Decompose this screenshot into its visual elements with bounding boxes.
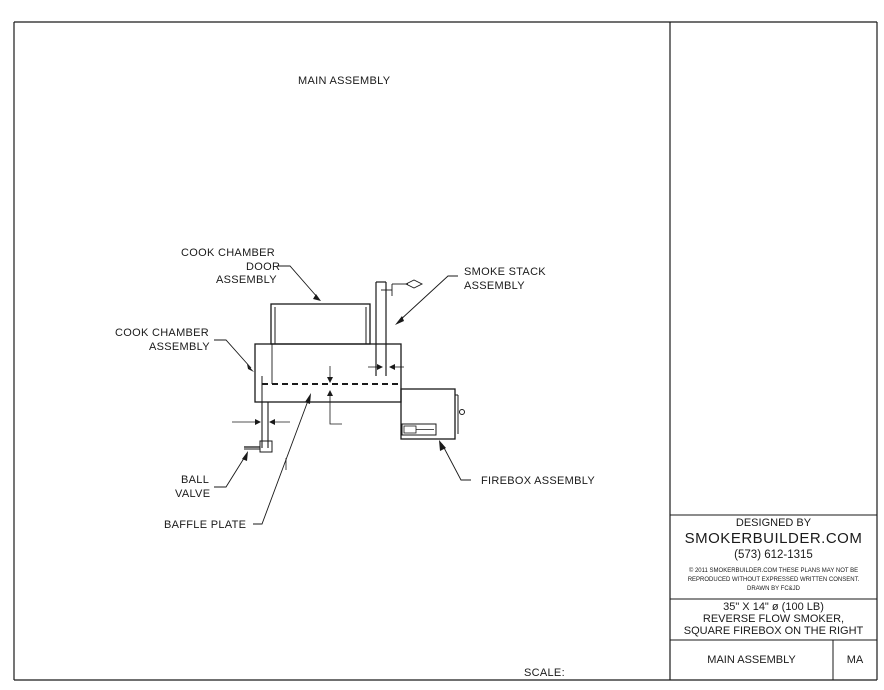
cook-chamber-door [270,303,371,345]
label-cook-chamber-1: COOK CHAMBER [115,327,209,339]
sheet-title: MAIN ASSEMBLY [298,75,391,87]
company-name: SMOKERBUILDER.COM [684,530,863,547]
sheet-code: MA [846,654,864,666]
drain-dim-left-head [255,419,261,425]
label-baffle-plate: BAFFLE PLATE [164,519,246,531]
firebox-vent-inner [403,425,417,434]
designed-by: DESIGNED BY [735,517,812,529]
leader-firebox-head [439,440,446,451]
sheet-name: MAIN ASSEMBLY [707,654,796,666]
dim-leader [329,410,342,425]
firebox-vent [401,423,437,436]
leader-cook-chamber-head [247,364,254,372]
description-line-1: 35" X 14" ø (100 LB) [723,601,824,613]
stack-dim-left-head [377,364,383,370]
description-line-3: SQUARE FIREBOX ON THE RIGHT [683,625,864,637]
label-smoke-stack-2: ASSEMBLY [464,280,525,292]
leader-smoke-stack-head [395,316,404,325]
label-cook-chamber-2: ASSEMBLY [149,341,210,353]
leader-baffle [253,397,310,525]
damper-diamond [404,279,424,289]
dim-arrowhead-bottom [327,390,333,396]
firebox [400,388,456,440]
leader-door [277,265,319,299]
phone-number: (573) 612-1315 [734,549,813,561]
label-cook-door-1: COOK CHAMBER [181,247,275,259]
label-smoke-stack-1: SMOKE STACK [464,266,546,278]
leader-door-head [313,294,321,301]
smoker-assembly [232,279,465,470]
leader-ball-valve-head [242,451,248,461]
leader-cook-chamber [214,339,252,369]
firebox-handle [459,409,465,415]
leader-baffle-head [305,393,311,404]
label-cook-door-2: DOOR [246,261,280,273]
stack-dim-right-head [389,364,395,370]
scale-label: SCALE: [524,667,565,679]
copyright-line-1: © 2011 SMOKERBUILDER.COM THESE PLANS MAY… [688,568,859,574]
leader-lines [214,265,471,525]
label-ball-valve-1: BALL [181,474,209,486]
copyright-line-2: REPRODUCED WITHOUT EXPRESSED WRITTEN CON… [687,577,860,583]
label-firebox: FIREBOX ASSEMBLY [481,475,595,487]
cook-chamber [254,343,402,403]
dim-arrowhead-top [327,377,333,383]
label-ball-valve-2: VALVE [175,488,210,500]
description-line-2: REVERSE FLOW SMOKER, [702,613,845,625]
leader-ball-valve [214,454,247,488]
label-cook-door-3: ASSEMBLY [216,274,277,286]
leader-smoke-stack [397,275,458,323]
leader-firebox [441,443,471,481]
drain-dim-right-head [269,419,275,425]
drawn-by: DRAWN BY FC&JD [746,586,800,592]
